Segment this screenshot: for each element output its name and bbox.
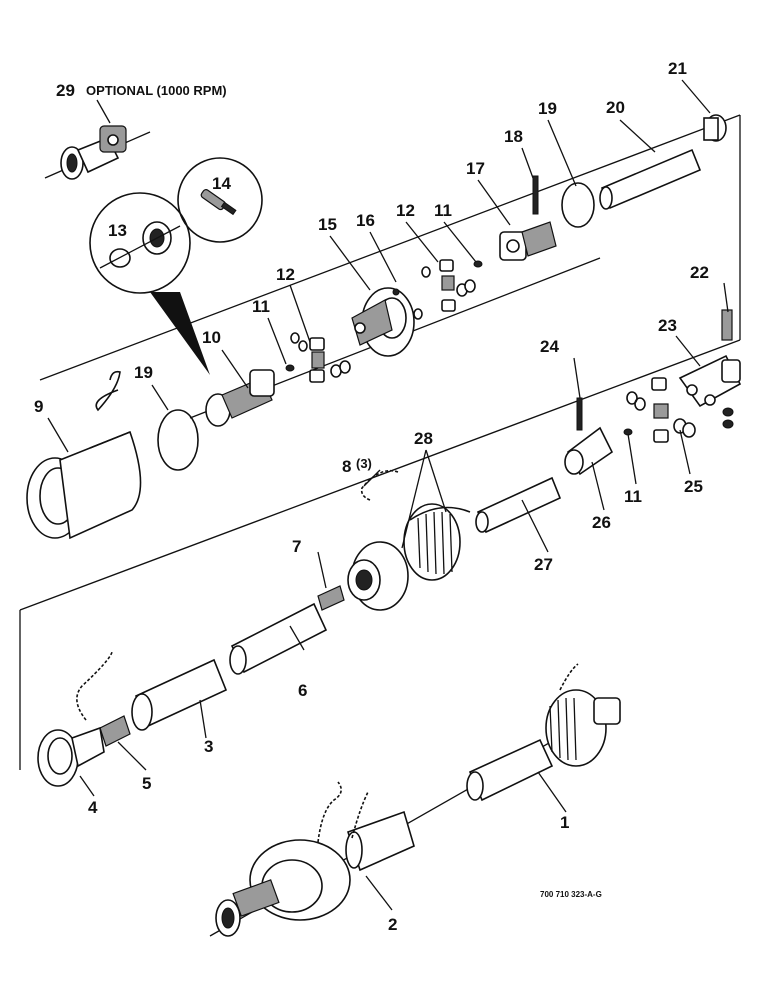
callout-2: 2	[388, 915, 397, 934]
callout-25: 25	[684, 477, 703, 496]
figure-code: 700 710 323-A-G	[540, 890, 602, 899]
callout-11: 11	[252, 297, 270, 316]
callout-3: 3	[204, 737, 213, 756]
callout-17: 17	[466, 159, 485, 178]
callout-labels: 29 OPTIONAL (1000 RPM) 14 13 21 20 19 18…	[34, 59, 709, 934]
upper-shaft-assembly	[189, 114, 727, 427]
inset-14	[177, 157, 263, 243]
callout-12: 12	[276, 265, 295, 284]
callout-18: 18	[504, 127, 523, 146]
callout-1: 1	[560, 813, 569, 832]
callout-7: 7	[292, 537, 301, 556]
callout-6: 6	[298, 681, 307, 700]
shield-cone-9	[26, 370, 199, 540]
callout-22: 22	[690, 263, 709, 282]
callout-16: 16	[356, 211, 375, 230]
callout-11-top: 11	[434, 201, 452, 220]
optional-yoke-29	[44, 99, 151, 180]
shaft-bearing-ribs	[549, 697, 577, 761]
lower-left-shaft	[37, 602, 328, 787]
callout-19-upper: 19	[538, 99, 557, 118]
assembled-shaft	[209, 663, 621, 937]
callout-8-qty: (3)	[356, 456, 372, 471]
callout-20: 20	[606, 98, 625, 117]
callout-5: 5	[142, 774, 151, 793]
callout-24: 24	[540, 337, 559, 356]
callout-21: 21	[668, 59, 687, 78]
callout-13: 13	[108, 221, 127, 240]
callout-15: 15	[318, 215, 337, 234]
callout-19: 19	[134, 363, 153, 382]
callout-leaders	[47, 79, 729, 911]
callout-4: 4	[88, 798, 98, 817]
right-cross-yoke	[564, 309, 742, 476]
callout-9: 9	[34, 397, 43, 416]
callout-28: 28	[414, 429, 433, 448]
callout-14: 14	[212, 174, 231, 193]
optional-note: OPTIONAL (1000 RPM)	[86, 83, 227, 98]
bearing-ribs	[417, 511, 453, 575]
callout-8: 8	[342, 457, 351, 476]
callout-26: 26	[592, 513, 611, 532]
callout-29: 29	[56, 81, 75, 100]
callout-27: 27	[534, 555, 553, 574]
callout-11-right: 11	[624, 487, 642, 506]
inset-13	[89, 192, 210, 375]
middle-shaft	[317, 469, 562, 611]
frame-lines	[19, 114, 741, 770]
callout-23: 23	[658, 316, 677, 335]
callout-12-top: 12	[396, 201, 415, 220]
callout-10: 10	[202, 328, 221, 347]
